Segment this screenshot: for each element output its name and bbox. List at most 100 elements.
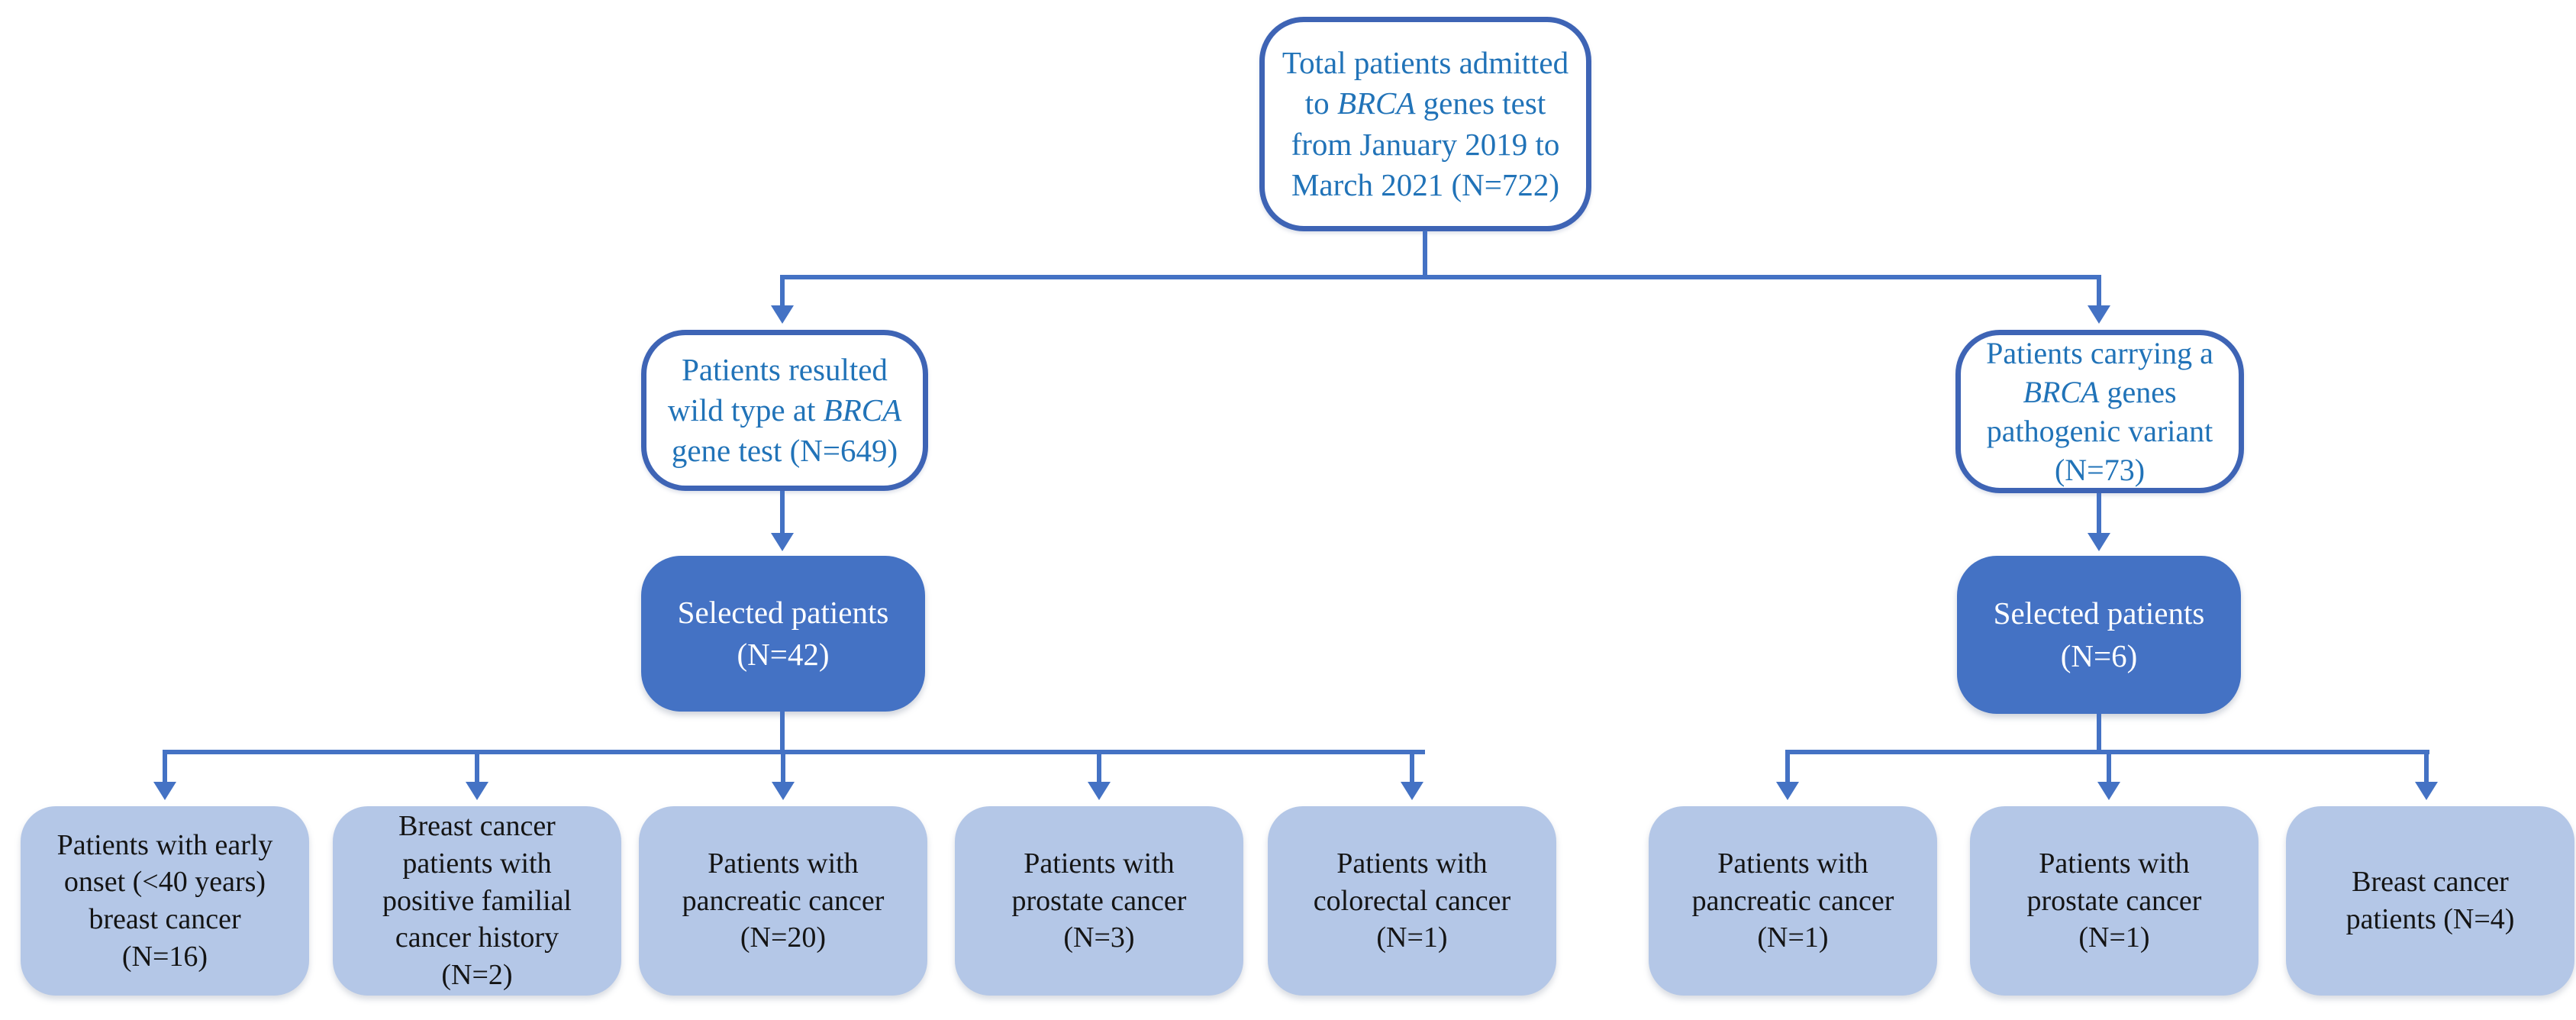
- text-line: Selected patients: [678, 592, 889, 634]
- text-line: (N=1): [2078, 919, 2149, 957]
- text-segment: (N=3): [1063, 922, 1135, 954]
- text-line: wild type at BRCA: [668, 390, 901, 431]
- text-segment: from January 2019 to: [1291, 126, 1560, 162]
- connector-leaf4-stem: [1097, 750, 1101, 783]
- node-pathogenic-variant: Patients carrying a BRCA genes pathogeni…: [1955, 330, 2244, 493]
- arrowhead-leaf3: [772, 782, 795, 800]
- text-segment: Patients with: [1717, 847, 1868, 880]
- text-segment: March 2021 (N=722): [1291, 166, 1560, 202]
- text-line: Patients with: [1717, 845, 1868, 883]
- text-segment: (N=16): [121, 940, 208, 973]
- text-line: Patients carrying a: [1986, 334, 2213, 373]
- arrowhead-leaf8: [2415, 782, 2438, 800]
- text-line: (N=1): [1376, 919, 1447, 957]
- text-line: (N=42): [737, 634, 829, 676]
- arrowhead-leaf4: [1088, 782, 1111, 800]
- leaf-colorectal-wild: Patients with colorectal cancer (N=1): [1268, 806, 1556, 996]
- connector-root-stem: [1423, 231, 1427, 276]
- arrowhead-wildtype: [771, 305, 794, 324]
- text-segment: onset (<40 years): [63, 866, 266, 899]
- arrowhead-leaf2: [466, 782, 488, 800]
- text-line: Breast cancer: [2352, 863, 2509, 901]
- text-segment: Breast cancer: [2352, 866, 2509, 899]
- text-segment: Selected patients: [677, 594, 889, 630]
- gene-name-italic: BRCA: [823, 392, 902, 428]
- text-segment: (N=20): [740, 922, 827, 954]
- text-segment: Patients with: [1336, 847, 1488, 880]
- text-line: Breast cancer: [398, 808, 556, 845]
- text-line: (N=3): [1063, 919, 1134, 957]
- text-segment: breast cancer: [89, 903, 241, 935]
- arrowhead-leaf6: [1776, 782, 1799, 800]
- connector-selected-right-stem: [2097, 493, 2101, 534]
- text-line: (N=6): [2061, 635, 2138, 677]
- text-segment: Breast cancer: [398, 810, 556, 843]
- gene-name-italic: BRCA: [2023, 374, 2100, 409]
- text-line: to BRCA genes test: [1305, 83, 1546, 124]
- leaf-breast-variant: Breast cancer patients (N=4): [2286, 806, 2574, 996]
- arrowhead-selected-left: [771, 533, 794, 551]
- text-segment: Patients with: [1024, 847, 1175, 880]
- text-segment: (N=6): [2060, 638, 2138, 673]
- text-segment: wild type at: [667, 392, 824, 428]
- connector-leaf2-stem: [475, 750, 479, 783]
- leaf-pancreatic-wild: Patients with pancreatic cancer (N=20): [639, 806, 927, 996]
- connector-tier2-hline: [780, 275, 2101, 279]
- text-line: pancreatic cancer: [682, 883, 885, 920]
- text-line: Selected patients: [1994, 592, 2205, 634]
- text-line: Patients with: [708, 845, 858, 883]
- node-selected-variant: Selected patients (N=6): [1957, 556, 2241, 714]
- connector-wildtype-stem: [780, 275, 785, 308]
- text-segment: positive familial: [382, 884, 572, 917]
- text-line: (N=20): [740, 919, 826, 957]
- text-segment: prostate cancer: [1011, 884, 1187, 917]
- text-line: (N=73): [2055, 450, 2145, 489]
- connector-pathogenic-stem: [2097, 275, 2101, 308]
- text-line: positive familial: [382, 883, 572, 920]
- text-line: Patients with: [1336, 845, 1487, 883]
- connector-leftfan-stem: [780, 710, 785, 751]
- text-line: patients (N=4): [2346, 901, 2515, 938]
- text-line: onset (<40 years): [64, 863, 266, 901]
- text-segment: cancer history: [395, 922, 559, 954]
- text-segment: gene test (N=649): [671, 433, 898, 469]
- arrowhead-leaf7: [2097, 782, 2120, 800]
- text-segment: (N=1): [2078, 922, 2150, 954]
- text-segment: Patients with: [708, 847, 859, 880]
- text-line: cancer history: [395, 919, 559, 957]
- text-line: gene test (N=649): [672, 431, 898, 471]
- text-segment: Patients carrying a: [1986, 335, 2213, 370]
- text-line: (N=16): [122, 938, 208, 976]
- leaf-familial-history: Breast cancer patients with positive fam…: [333, 806, 621, 996]
- arrowhead-pathogenic: [2088, 305, 2110, 324]
- text-line: Total patients admitted: [1282, 43, 1568, 83]
- text-segment: genes test: [1415, 86, 1546, 121]
- connector-leaf1-stem: [163, 750, 167, 783]
- text-line: (N=1): [1757, 919, 1828, 957]
- connector-leaf5-stem: [1410, 750, 1414, 783]
- text-segment: genes: [2099, 374, 2177, 409]
- text-segment: Total patients admitted: [1282, 44, 1569, 80]
- text-segment: (N=1): [1376, 922, 1448, 954]
- text-line: Patients with: [2039, 845, 2189, 883]
- text-line: prostate cancer: [1012, 883, 1187, 920]
- text-segment: colorectal cancer: [1313, 884, 1511, 917]
- connector-leaf7-stem: [2107, 750, 2111, 783]
- text-line: pathogenic variant: [1987, 412, 2213, 450]
- text-segment: pancreatic cancer: [1691, 884, 1894, 917]
- text-line: Patients with early: [57, 827, 273, 864]
- connector-leaf8-stem: [2424, 750, 2429, 783]
- connector-rightfan-stem: [2097, 712, 2101, 751]
- connector-leaf6-stem: [1785, 750, 1790, 783]
- node-selected-wild: Selected patients (N=42): [641, 556, 925, 712]
- leaf-pancreatic-variant: Patients with pancreatic cancer (N=1): [1649, 806, 1937, 996]
- node-total-admitted: Total patients admitted to BRCA genes te…: [1259, 17, 1591, 231]
- text-line: pancreatic cancer: [1692, 883, 1894, 920]
- text-segment: Selected patients: [1993, 596, 2205, 631]
- text-segment: to: [1304, 86, 1337, 121]
- text-segment: Patients with: [2039, 847, 2190, 880]
- text-segment: pancreatic cancer: [682, 884, 885, 917]
- text-segment: (N=1): [1757, 922, 1829, 954]
- leaf-prostate-variant: Patients with prostate cancer (N=1): [1970, 806, 2258, 996]
- text-segment: Patients with early: [56, 828, 273, 861]
